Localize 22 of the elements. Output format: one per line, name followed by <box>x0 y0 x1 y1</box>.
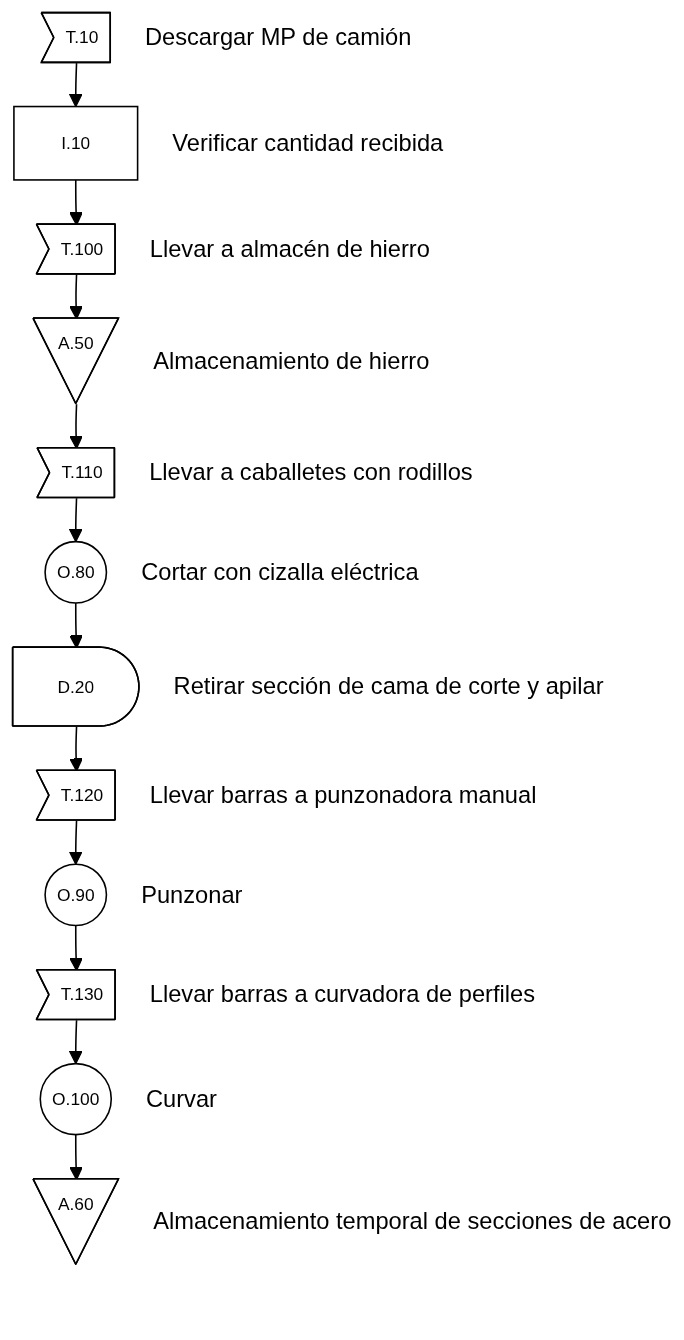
step-description: Almacenamiento de hierro <box>153 347 430 374</box>
step-description: Almacenamiento temporal de secciones de acero <box>153 1208 672 1235</box>
step-description: Retirar sección de cama de corte y apilar <box>173 673 604 700</box>
node-circle: O.80 <box>44 540 108 604</box>
arrow <box>69 273 84 320</box>
step-description: Punzonar <box>141 881 243 908</box>
arrow <box>68 1019 83 1065</box>
arrow <box>68 62 83 108</box>
arrow <box>68 497 83 543</box>
step-description: Descargar MP de camión <box>144 24 412 51</box>
step-description: Llevar barras a curvadora de perfiles <box>149 981 536 1008</box>
node-circle: O.100 <box>39 1062 113 1136</box>
node-box: I.10 <box>13 105 139 181</box>
node-circle: O.90 <box>44 863 108 927</box>
step-description: Llevar a caballetes con rodillos <box>149 459 473 486</box>
step-description: Curvar <box>146 1086 217 1112</box>
step-description: Llevar a almacén de hierro <box>149 235 430 262</box>
arrow <box>69 602 84 649</box>
step-description: Llevar barras a punzonadora manual <box>149 782 537 808</box>
arrow <box>68 820 83 865</box>
step-description: Cortar con cizalla eléctrica <box>141 559 419 586</box>
step-description: Verificar cantidad recibida <box>172 130 444 157</box>
